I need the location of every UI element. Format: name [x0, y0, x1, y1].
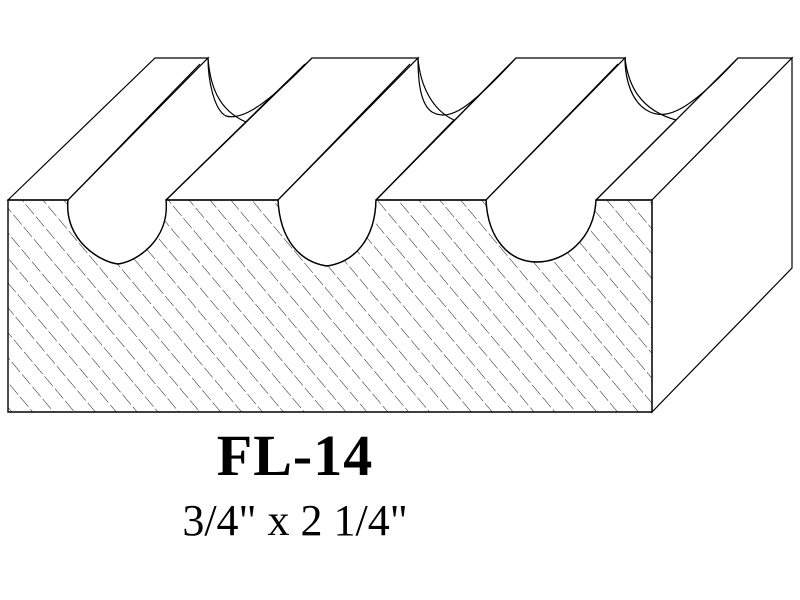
flute-curves [67, 57, 677, 201]
profile-dimensions: 3/4" x 2 1/4" [182, 496, 408, 545]
profile-code: FL-14 [216, 423, 374, 488]
